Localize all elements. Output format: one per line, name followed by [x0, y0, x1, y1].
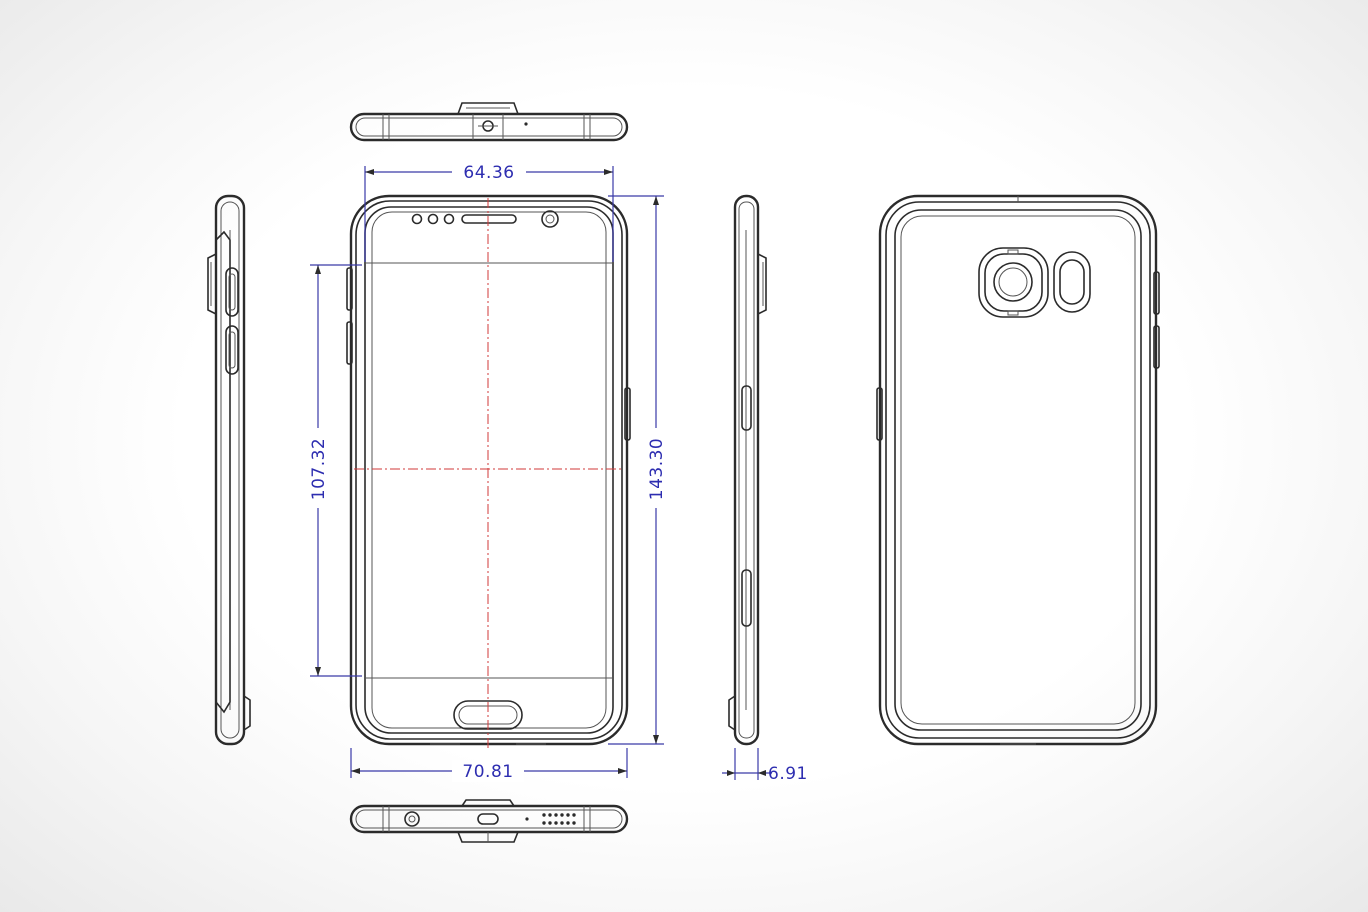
front-camera-inner — [545, 214, 555, 224]
overall-width-label: 70.81 — [462, 762, 513, 782]
front-camera-lens — [541, 210, 559, 228]
overall-height-label: 143.30 — [647, 438, 667, 500]
rear-camera-module — [978, 247, 1049, 318]
dimension-screen-height: 107.32 — [306, 264, 362, 677]
volume-down-button — [225, 325, 239, 375]
dimension-thickness: 6.91 — [722, 748, 808, 784]
rear-flash-module — [1053, 251, 1091, 313]
dimension-overall-height: 143.30 — [608, 195, 668, 745]
right-side-view — [728, 194, 767, 746]
volume-up-button — [225, 267, 239, 317]
front-view — [346, 194, 631, 748]
thickness-label: 6.91 — [768, 764, 808, 784]
bottom-edge-view — [349, 799, 629, 843]
rear-camera-lens — [993, 262, 1033, 302]
front-sensors — [411, 213, 455, 225]
screen-height-label: 107.32 — [309, 438, 329, 500]
dimension-screen-width: 64.36 — [364, 160, 614, 262]
flash-lens — [1059, 259, 1085, 305]
earpiece-speaker — [461, 214, 517, 224]
left-side-view — [207, 194, 251, 746]
power-button — [741, 385, 752, 431]
dimension-overall-width: 70.81 — [350, 748, 628, 782]
speaker-grille-dots — [542, 813, 576, 825]
back-view — [876, 194, 1160, 746]
sim-tray — [741, 569, 752, 627]
top-edge-view — [349, 102, 629, 142]
screen-width-label: 64.36 — [463, 163, 514, 183]
